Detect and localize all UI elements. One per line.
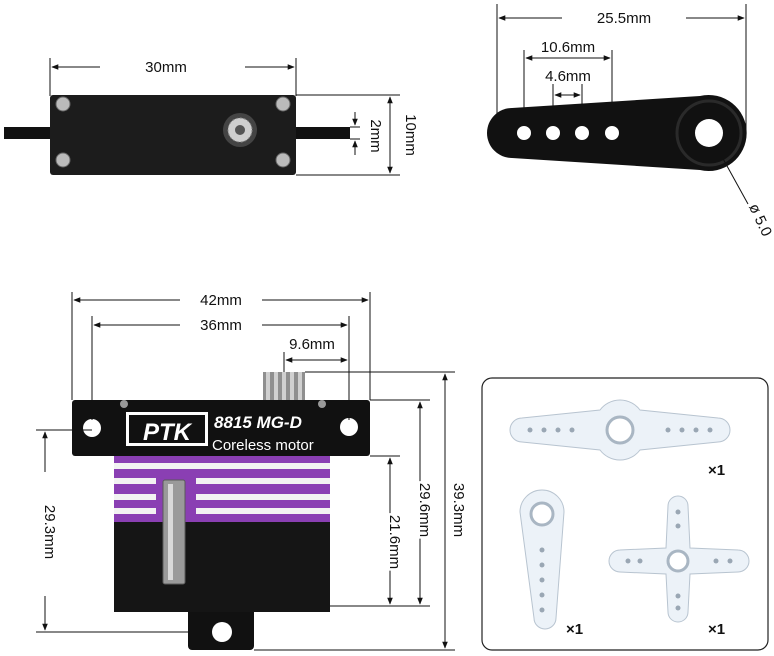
qty-double-horn: ×1 [708, 462, 725, 479]
dim-height: 10mm [402, 114, 419, 156]
right-flange-tab [296, 127, 350, 139]
dim-shaft-offset: 9.6mm [289, 336, 335, 353]
screw-icon [275, 96, 291, 112]
qty-cross-horn: ×1 [708, 621, 725, 638]
svg-text:21.6mm: 21.6mm [386, 515, 403, 569]
screw-icon [55, 96, 71, 112]
mount-hole [340, 418, 358, 436]
dim-total-height: 39.3mm [450, 483, 467, 537]
dim-horn-pitch: 4.6mm [545, 68, 591, 85]
left-flange-tab [4, 127, 50, 139]
horn-bore [695, 119, 723, 147]
dim-body-height: 21.6mm [386, 515, 403, 569]
metal-bracket [162, 479, 186, 585]
dim-width: 30mm [145, 59, 187, 76]
dim-horn-span: 10.6mm [541, 39, 595, 56]
dim-overall-width: 42mm [200, 292, 242, 309]
svg-text:29.6mm: 29.6mm [416, 483, 433, 537]
svg-text:39.3mm: 39.3mm [450, 483, 467, 537]
dim-flange: 2mm [367, 119, 384, 152]
dim-horn-length: 25.5mm [597, 10, 651, 27]
servo-body-top [50, 95, 296, 175]
horn-hole [517, 126, 531, 140]
single-horn [519, 489, 565, 630]
dim-mount-height: 29.6mm [416, 483, 433, 537]
dim-bottom-to-mount: 29.3mm [41, 505, 58, 559]
qty-single-horn: ×1 [566, 621, 583, 638]
lug-hole [212, 622, 232, 642]
horn-view: 25.5mm 10.6mm 4.6mm ø 5.0 [487, 4, 774, 239]
top-view: 30mm 10mm 2mm [4, 58, 419, 176]
mount-hole [83, 419, 101, 437]
screw-icon [275, 152, 291, 168]
horn-hole [605, 126, 619, 140]
screw-icon [55, 152, 71, 168]
horn-hole [546, 126, 560, 140]
model-label: 8815 MG-D [214, 413, 302, 432]
dim-horn-bore: ø 5.0 [745, 201, 774, 239]
accessories-panel: ×1 ×1 ×1 [481, 377, 769, 651]
front-view: PTK 8815 MG-D Coreless motor 42mm 36mm 9… [36, 292, 470, 651]
dim-mount-spacing: 36mm [200, 317, 242, 334]
subtitle-label: Coreless motor [212, 437, 314, 454]
horn-hole [575, 126, 589, 140]
brand-logo: PTK [143, 419, 193, 446]
